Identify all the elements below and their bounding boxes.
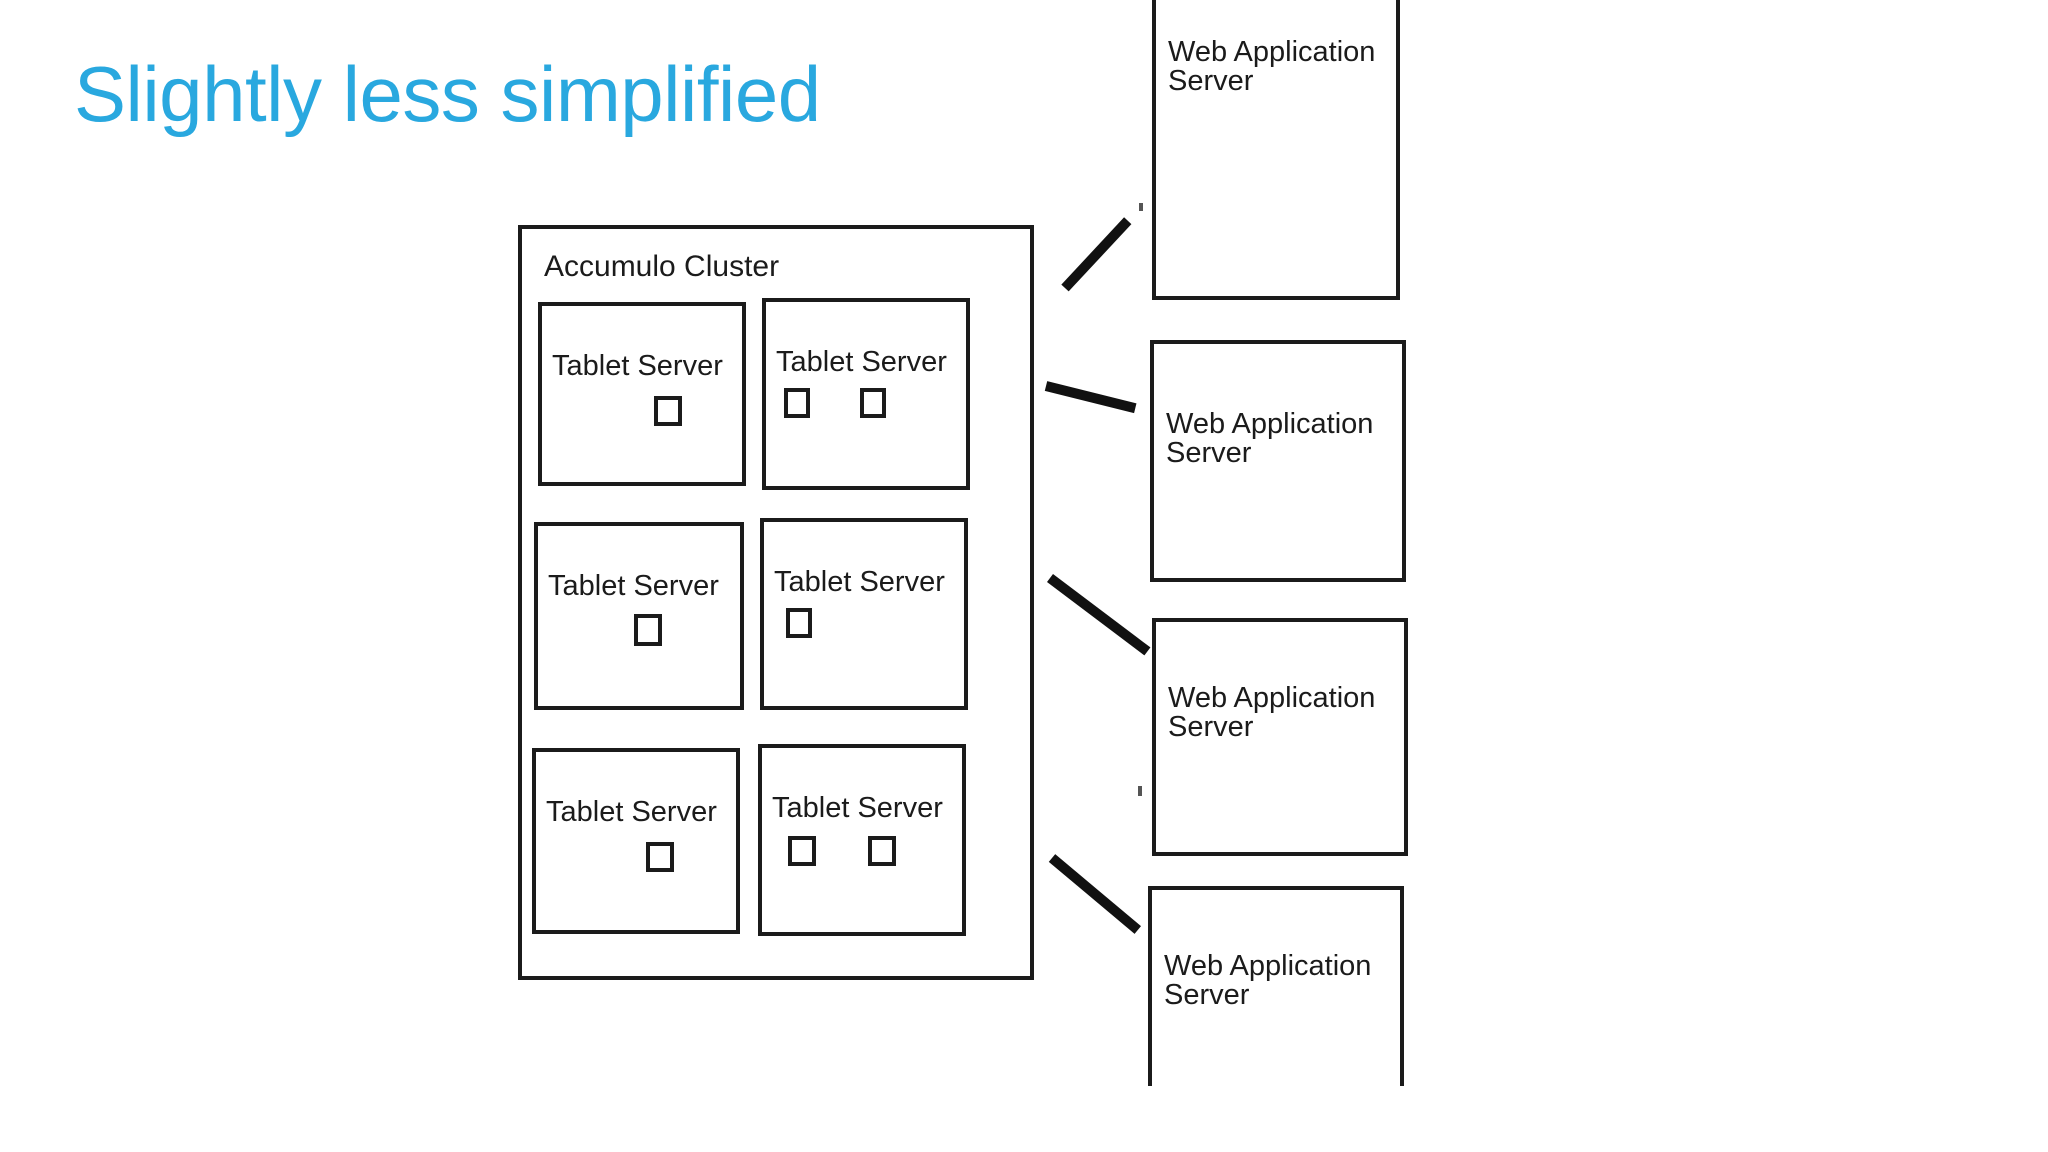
web-server-line-1: Web Application	[1168, 682, 1376, 714]
tablet-server-box[interactable]: Tablet Server	[760, 518, 968, 710]
web-server-line-2: Server	[1168, 65, 1254, 97]
web-application-server-box[interactable]: Web Application Server	[1148, 886, 1404, 1086]
connector-line	[1061, 217, 1132, 292]
web-server-line-2: Server	[1164, 979, 1250, 1011]
web-server-line-1: Web Application	[1166, 408, 1374, 440]
web-application-server-label: Web Application Server	[1168, 684, 1398, 742]
web-application-server-label: Web Application Server	[1168, 38, 1398, 96]
web-application-server-box[interactable]: Web Application Server	[1152, 618, 1408, 856]
page-title: Slightly less simplified	[74, 50, 821, 138]
tablet-icon	[860, 388, 886, 418]
tablet-server-box[interactable]: Tablet Server	[538, 302, 746, 486]
connector-line	[1044, 381, 1137, 414]
tablet-server-label: Tablet Server	[774, 566, 945, 598]
tablet-icon	[788, 836, 816, 866]
tablet-icon	[786, 608, 812, 638]
tablet-icon	[634, 614, 662, 646]
tablet-icon	[868, 836, 896, 866]
web-server-line-2: Server	[1166, 437, 1252, 469]
web-application-server-label: Web Application Server	[1166, 410, 1396, 468]
web-application-server-box[interactable]: Web Application Server	[1152, 0, 1400, 300]
tablet-server-box[interactable]: Tablet Server	[758, 744, 966, 936]
connector-line	[1048, 854, 1142, 934]
tablet-icon	[646, 842, 674, 872]
accumulo-cluster-label: Accumulo Cluster	[544, 250, 780, 283]
tablet-server-label: Tablet Server	[772, 792, 943, 824]
tablet-server-label: Tablet Server	[776, 346, 947, 378]
tablet-icon	[784, 388, 810, 418]
tablet-icon	[654, 396, 682, 426]
stray-mark	[1138, 786, 1142, 796]
tablet-server-box[interactable]: Tablet Server	[532, 748, 740, 934]
web-server-line-1: Web Application	[1164, 950, 1372, 982]
web-application-server-box[interactable]: Web Application Server	[1150, 340, 1406, 582]
tablet-server-box[interactable]: Tablet Server	[534, 522, 744, 710]
web-server-line-2: Server	[1168, 711, 1254, 743]
tablet-server-box[interactable]: Tablet Server	[762, 298, 970, 490]
stray-mark	[1139, 203, 1143, 211]
web-application-server-label: Web Application Server	[1164, 952, 1394, 1010]
web-server-line-1: Web Application	[1168, 36, 1376, 68]
tablet-server-label: Tablet Server	[546, 796, 717, 828]
architecture-diagram: Accumulo Cluster Tablet Server Tablet Se…	[518, 0, 1408, 1086]
connector-line	[1046, 574, 1151, 656]
tablet-server-label: Tablet Server	[552, 350, 723, 382]
slide-footer: cloudera © 2015 Cloudera, Inc. licensed …	[0, 1032, 2048, 1152]
tablet-server-label: Tablet Server	[548, 570, 719, 602]
